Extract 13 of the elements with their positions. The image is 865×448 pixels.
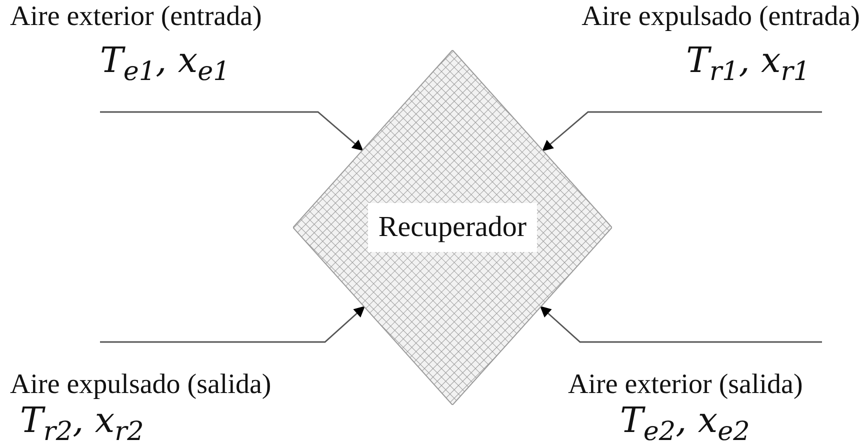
arrow xyxy=(542,111,822,152)
stream-label: Aire exterior (salida) xyxy=(568,370,803,401)
component-label: Recuperador xyxy=(368,203,537,252)
arrow xyxy=(540,306,822,343)
arrow xyxy=(100,111,364,151)
formula: T$_{r1}$, x$_{r1}$ xyxy=(686,42,810,86)
stream-label: Aire exterior (entrada) xyxy=(10,2,262,33)
formula: T$_{r2}$, x$_{r2}$ xyxy=(20,402,144,446)
stream-label: Aire expulsado (entrada) xyxy=(582,2,860,33)
formula: T$_{e1}$, x$_{e1}$ xyxy=(100,42,230,86)
formula: T$_{e2}$, x$_{e2}$ xyxy=(620,402,750,446)
arrow xyxy=(100,306,366,343)
stream-label: Aire expulsado (salida) xyxy=(10,370,272,401)
